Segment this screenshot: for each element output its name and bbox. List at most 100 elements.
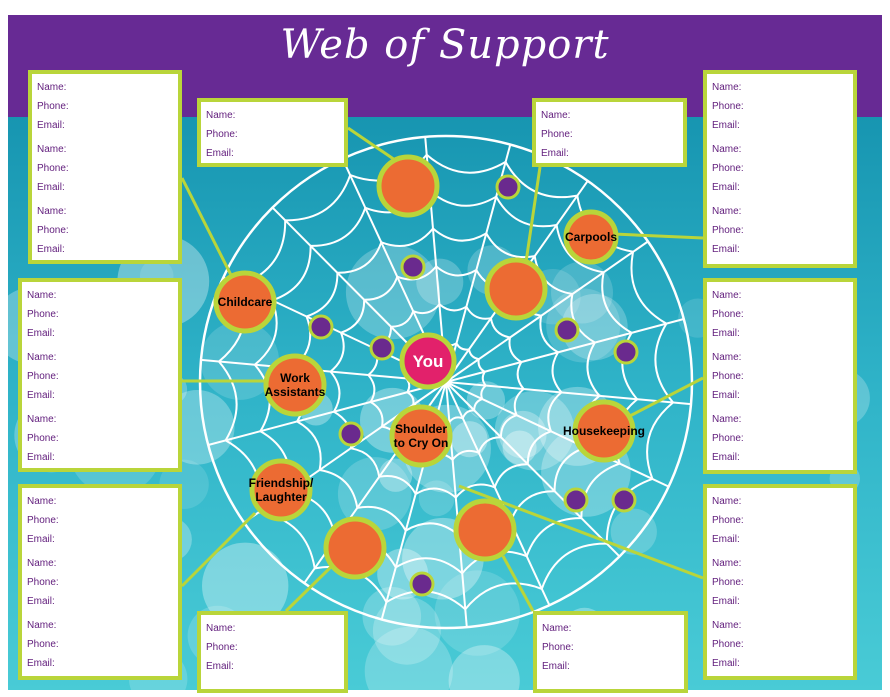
purple-dot <box>613 339 639 365</box>
category-label: Carpools <box>565 230 617 244</box>
purple-dots <box>308 174 639 597</box>
contact-phone-label: Phone: <box>206 642 238 653</box>
contact-name-label: Name: <box>712 620 742 631</box>
bokeh-circle <box>451 421 488 458</box>
contact-entry: Name: Phone: Email: <box>712 202 744 259</box>
web-spoke <box>200 358 447 383</box>
bokeh-circle <box>610 508 657 555</box>
contact-phone-label: Phone: <box>712 225 744 236</box>
connector-line <box>458 484 704 580</box>
contact-entry: Name:Phone:Email: <box>27 410 59 467</box>
contact-phone-label: Phone: <box>27 371 59 382</box>
contact-entry: Name:Phone:Email: <box>27 286 59 343</box>
contact-name-label: Name: <box>712 414 742 425</box>
contact-phone-label: Phone: <box>712 371 744 382</box>
contact-phone-label: Phone: <box>712 639 744 650</box>
contact-phone-label: Phone: <box>712 309 744 320</box>
contact-box: Name:Phone:Email:Name:Phone:Email:Name:P… <box>703 484 857 680</box>
contact-box: Name:Phone:Email: <box>197 98 348 167</box>
contact-box: Name:Phone:Email: <box>532 98 687 167</box>
bokeh-circle <box>448 645 520 697</box>
category-circle <box>453 498 517 562</box>
connector-lines <box>180 126 704 613</box>
contact-name-label: Name: <box>27 496 57 507</box>
contact-entry: Name: Phone: Email: <box>712 492 744 549</box>
connector-line <box>613 232 704 240</box>
contact-phone-label: Phone: <box>27 639 59 650</box>
category-circle <box>323 516 387 580</box>
web-spoke <box>445 381 621 558</box>
contact-phone-label: Phone: <box>712 515 744 526</box>
category-node: Friendship/Laughter <box>249 458 314 522</box>
category-label: Childcare <box>218 295 273 309</box>
you-label: You <box>413 352 444 371</box>
contact-email-label: Email: <box>712 244 740 255</box>
contact-name-label: Name: <box>712 206 742 217</box>
category-node <box>376 154 440 218</box>
category-circle <box>563 209 619 265</box>
connector-line <box>284 563 335 613</box>
category-node: Housekeeping <box>563 399 645 463</box>
contact-email-label: Email: <box>206 661 234 672</box>
contact-box: Name:Phone:Email:Name:Phone:Email:Name:P… <box>703 70 857 268</box>
contact-phone-label: Phone: <box>27 577 59 588</box>
category-circle <box>572 399 636 463</box>
contact-phone-label: Phone: <box>712 163 744 174</box>
contact-name-label: Name: <box>541 110 571 121</box>
bokeh-circle <box>362 587 422 646</box>
category-circle <box>213 270 277 334</box>
contact-email-label: Email: <box>37 182 65 193</box>
purple-dot <box>369 335 395 361</box>
category-label: Housekeeping <box>563 424 645 438</box>
contact-email-label: Email: <box>712 452 740 463</box>
contact-name-label: Name: <box>27 414 57 425</box>
contact-box: Name:Phone:Email:Name:Phone:Email:Name:P… <box>703 278 857 474</box>
contact-email-label: Email: <box>206 148 234 159</box>
contact-email-label: Email: <box>37 120 65 131</box>
contact-entry: Name: Phone: Email: <box>712 286 744 343</box>
contact-entry: Name:Phone:Email: <box>27 348 59 405</box>
category-node <box>453 498 517 562</box>
contact-name-label: Name: <box>712 496 742 507</box>
contact-name-label: Name: <box>37 82 67 93</box>
bokeh-circle <box>372 596 441 665</box>
contact-name-label: Name: <box>712 144 742 155</box>
connector-line <box>524 166 542 263</box>
category-label: Friendship/Laughter <box>249 476 314 504</box>
contact-entry: Name:Phone:Email: <box>206 619 238 676</box>
contact-email-label: Email: <box>37 244 65 255</box>
contact-email-label: Email: <box>27 534 55 545</box>
contact-phone-label: Phone: <box>712 433 744 444</box>
contact-entry: Name:Phone:Email: <box>541 106 573 163</box>
contact-name-label: Name: <box>712 290 742 301</box>
web-spoke <box>445 318 685 383</box>
contact-phone-label: Phone: <box>542 642 574 653</box>
category-node: Childcare <box>213 270 277 334</box>
purple-dot <box>409 571 435 597</box>
category-circle <box>484 257 548 321</box>
contact-box: Name:Phone:Email: <box>197 611 348 693</box>
contact-phone-label: Phone: <box>27 309 59 320</box>
purple-dot <box>554 317 580 343</box>
contact-email-label: Email: <box>541 148 569 159</box>
contact-name-label: Name: <box>712 82 742 93</box>
purple-dot <box>338 421 364 447</box>
contact-box: Name:Phone:Email:Name:Phone:Email:Name:P… <box>28 70 182 264</box>
contact-email-label: Email: <box>712 658 740 669</box>
contact-email-label: Email: <box>27 390 55 401</box>
contact-email-label: Email: <box>712 328 740 339</box>
contact-entry: Name:Phone:Email: <box>542 619 574 676</box>
bokeh-circle <box>561 294 628 361</box>
purple-dot <box>611 487 637 513</box>
category-node: Carpools <box>563 209 619 265</box>
contact-entry: Name:Phone:Email: <box>712 78 744 135</box>
contact-email-label: Email: <box>712 182 740 193</box>
contact-email-label: Email: <box>27 596 55 607</box>
contact-entry: Name:Phone:Email: <box>27 554 59 611</box>
contact-entry: Name:Phone:Email: <box>37 140 69 197</box>
contact-email-label: Email: <box>712 120 740 131</box>
category-node <box>323 516 387 580</box>
contact-email-label: Email: <box>712 534 740 545</box>
